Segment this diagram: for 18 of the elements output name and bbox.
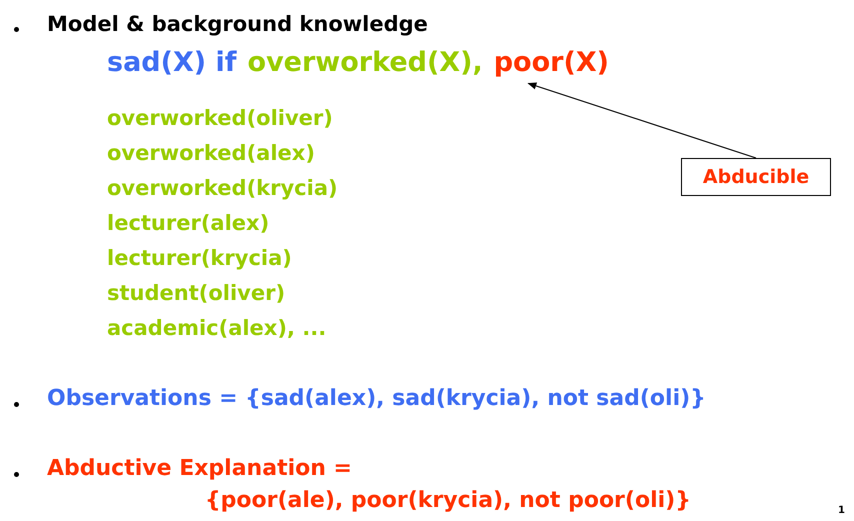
slide-text: Observations = {sad(alex), sad(krycia), not sad(oli)} [47, 386, 706, 412]
callout-box [681, 158, 831, 196]
slide-text: Model & background knowledge [47, 12, 428, 38]
slide-text: lecturer(krycia) [107, 246, 292, 272]
slide-text: {poor(ale), poor(krycia), not poor(oli)} [205, 488, 691, 514]
slide-text: overworked(alex) [107, 141, 315, 166]
callout-text: Abducible [702, 166, 810, 188]
slide-text: sad(X) if [107, 47, 237, 80]
slide-text: overworked(krycia) [107, 176, 338, 202]
slide-text: student(oliver) [107, 281, 286, 306]
page-number: 1 [838, 505, 845, 517]
highlighted-term: poor(X) [494, 47, 609, 80]
slide-text: overworked(X), [248, 47, 483, 80]
slide-text: overworked(oliver) [107, 106, 333, 132]
slide-text: academic(alex), ... [107, 316, 326, 342]
arrow [527, 82, 756, 159]
slide-text: Abductive Explanation = [47, 456, 352, 482]
slide-text: lecturer(alex) [107, 211, 270, 236]
